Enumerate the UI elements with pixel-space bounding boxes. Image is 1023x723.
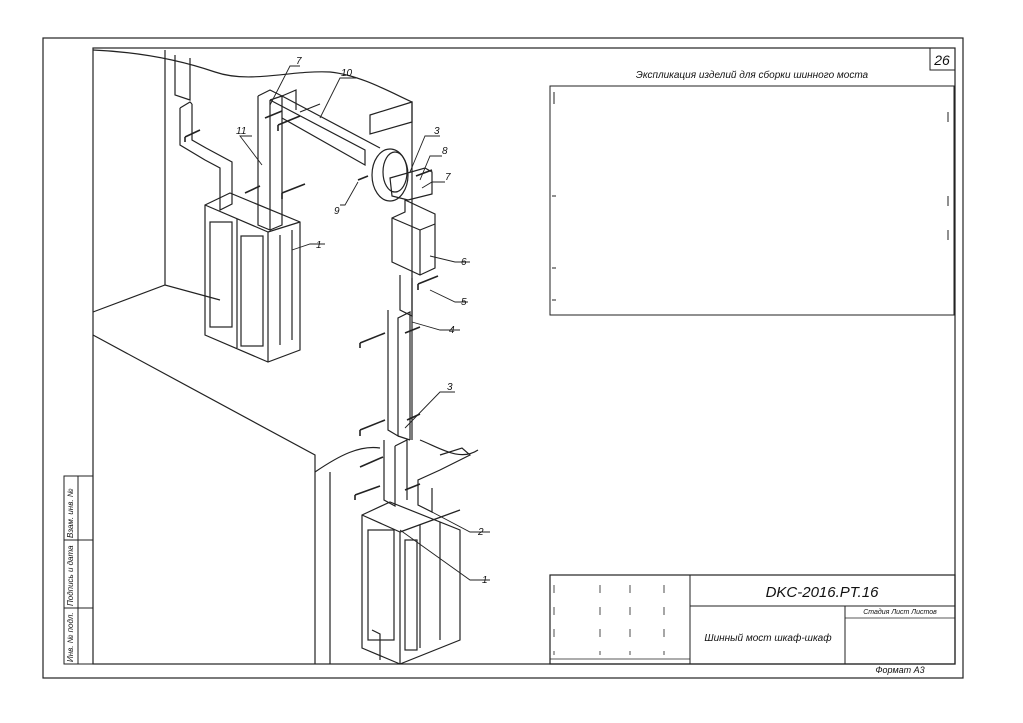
floor-edge <box>92 284 221 313</box>
wall-break-line <box>92 49 413 103</box>
wall-flange <box>371 148 433 202</box>
ceiling-busway <box>269 95 381 167</box>
callout-label: 7 <box>296 56 302 67</box>
isometric-drawing <box>92 49 479 665</box>
explication-table <box>549 85 955 316</box>
callout-label: 1 <box>482 575 488 586</box>
doc-code: DKC-2016.PT.16 <box>766 584 880 601</box>
callout-label: 1 <box>316 240 322 251</box>
format-label: Формат А3 <box>875 665 924 675</box>
callout-label: 4 <box>449 325 455 336</box>
lower-cabinet <box>361 501 461 665</box>
callout-label: 3 <box>447 382 453 393</box>
slab-break-line <box>314 446 381 473</box>
upper-cabinet <box>204 192 301 363</box>
callout-label: 2 <box>477 527 484 538</box>
callout-label: 10 <box>341 68 353 79</box>
leader-lines <box>239 65 490 581</box>
title-block: DKC-2016.PT.16 Шинный мост шкаф-шкаф Ста… <box>549 574 956 675</box>
vertical-riser <box>383 199 472 513</box>
support-brackets <box>184 110 439 500</box>
callout-label: 8 <box>442 146 448 157</box>
outer-frame <box>42 37 964 679</box>
side-stamp-label: Инв. № подл. <box>66 612 75 662</box>
callout-label: 5 <box>461 297 467 308</box>
tap-off-box <box>391 199 436 276</box>
sheet-number-box <box>929 47 956 71</box>
callout-label: 7 <box>445 172 451 183</box>
side-stamp: Взам. инв. № Подпись и дата Инв. № подл. <box>63 475 94 665</box>
side-stamp-label: Подпись и дата <box>66 545 75 606</box>
callout-labels: 7 10 11 3 8 7 9 1 6 5 4 3 2 1 <box>236 56 488 586</box>
stamp-header: Стадия Лист Листов <box>863 608 937 616</box>
callout-label: 6 <box>461 257 467 268</box>
inner-frame <box>92 47 956 665</box>
sheet-number: 26 <box>933 52 950 68</box>
side-stamp-label: Взам. инв. № <box>66 488 75 538</box>
doc-name: Шинный мост шкаф-шкаф <box>704 632 832 644</box>
slab-front <box>92 334 316 472</box>
callout-label: 3 <box>434 126 440 137</box>
explication-title: Экспликация изделий для сборки шинного м… <box>636 69 869 81</box>
callout-label: 11 <box>236 126 246 137</box>
callout-label: 9 <box>334 206 340 217</box>
upper-busway <box>174 55 297 231</box>
ceiling-beam <box>369 101 413 135</box>
